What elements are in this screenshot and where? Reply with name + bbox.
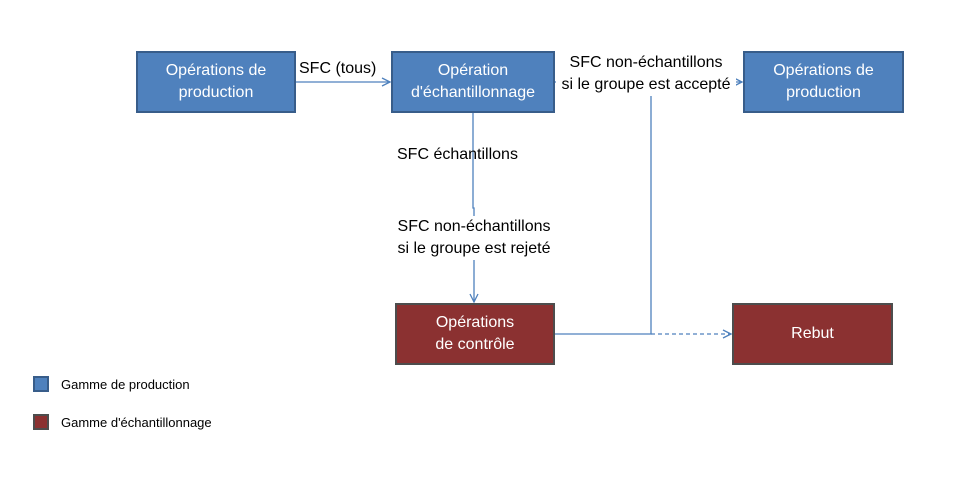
edge-label-sfc-samples: SFC échantillons bbox=[397, 146, 518, 163]
edge-label-non-samples-accepted: SFC non-échantillons si le groupe est ac… bbox=[556, 52, 736, 96]
connector-control-to-production bbox=[555, 82, 652, 335]
node-sampling-operation: Opération d'échantillonnage bbox=[391, 51, 555, 113]
legend-production: Gamme de production bbox=[33, 376, 190, 392]
connector-sfc-samples bbox=[473, 113, 474, 302]
legend-label-sampling: Gamme d'échantillonnage bbox=[61, 414, 212, 430]
legend-swatch-sampling bbox=[33, 414, 49, 430]
node-control-operations: Opérations de contrôle bbox=[395, 303, 555, 365]
node-scrap: Rebut bbox=[732, 303, 893, 365]
node-production-operations-right: Opérations de production bbox=[743, 51, 904, 113]
legend-sampling: Gamme d'échantillonnage bbox=[33, 414, 212, 430]
node-label: Opération d'échantillonnage bbox=[410, 62, 536, 101]
node-label: Opérations de production bbox=[165, 62, 267, 101]
edge-label-sfc-all: SFC (tous) bbox=[299, 60, 377, 77]
node-label: Rebut bbox=[791, 325, 834, 342]
legend-label-production: Gamme de production bbox=[61, 376, 190, 392]
edge-label-non-samples-rejected: SFC non-échantillons si le groupe est re… bbox=[386, 216, 562, 260]
node-label: Opérations de contrôle bbox=[435, 314, 515, 353]
node-label: Opérations de production bbox=[773, 62, 874, 101]
node-production-operations-left: Opérations de production bbox=[136, 51, 296, 113]
legend-swatch-production bbox=[33, 376, 49, 392]
